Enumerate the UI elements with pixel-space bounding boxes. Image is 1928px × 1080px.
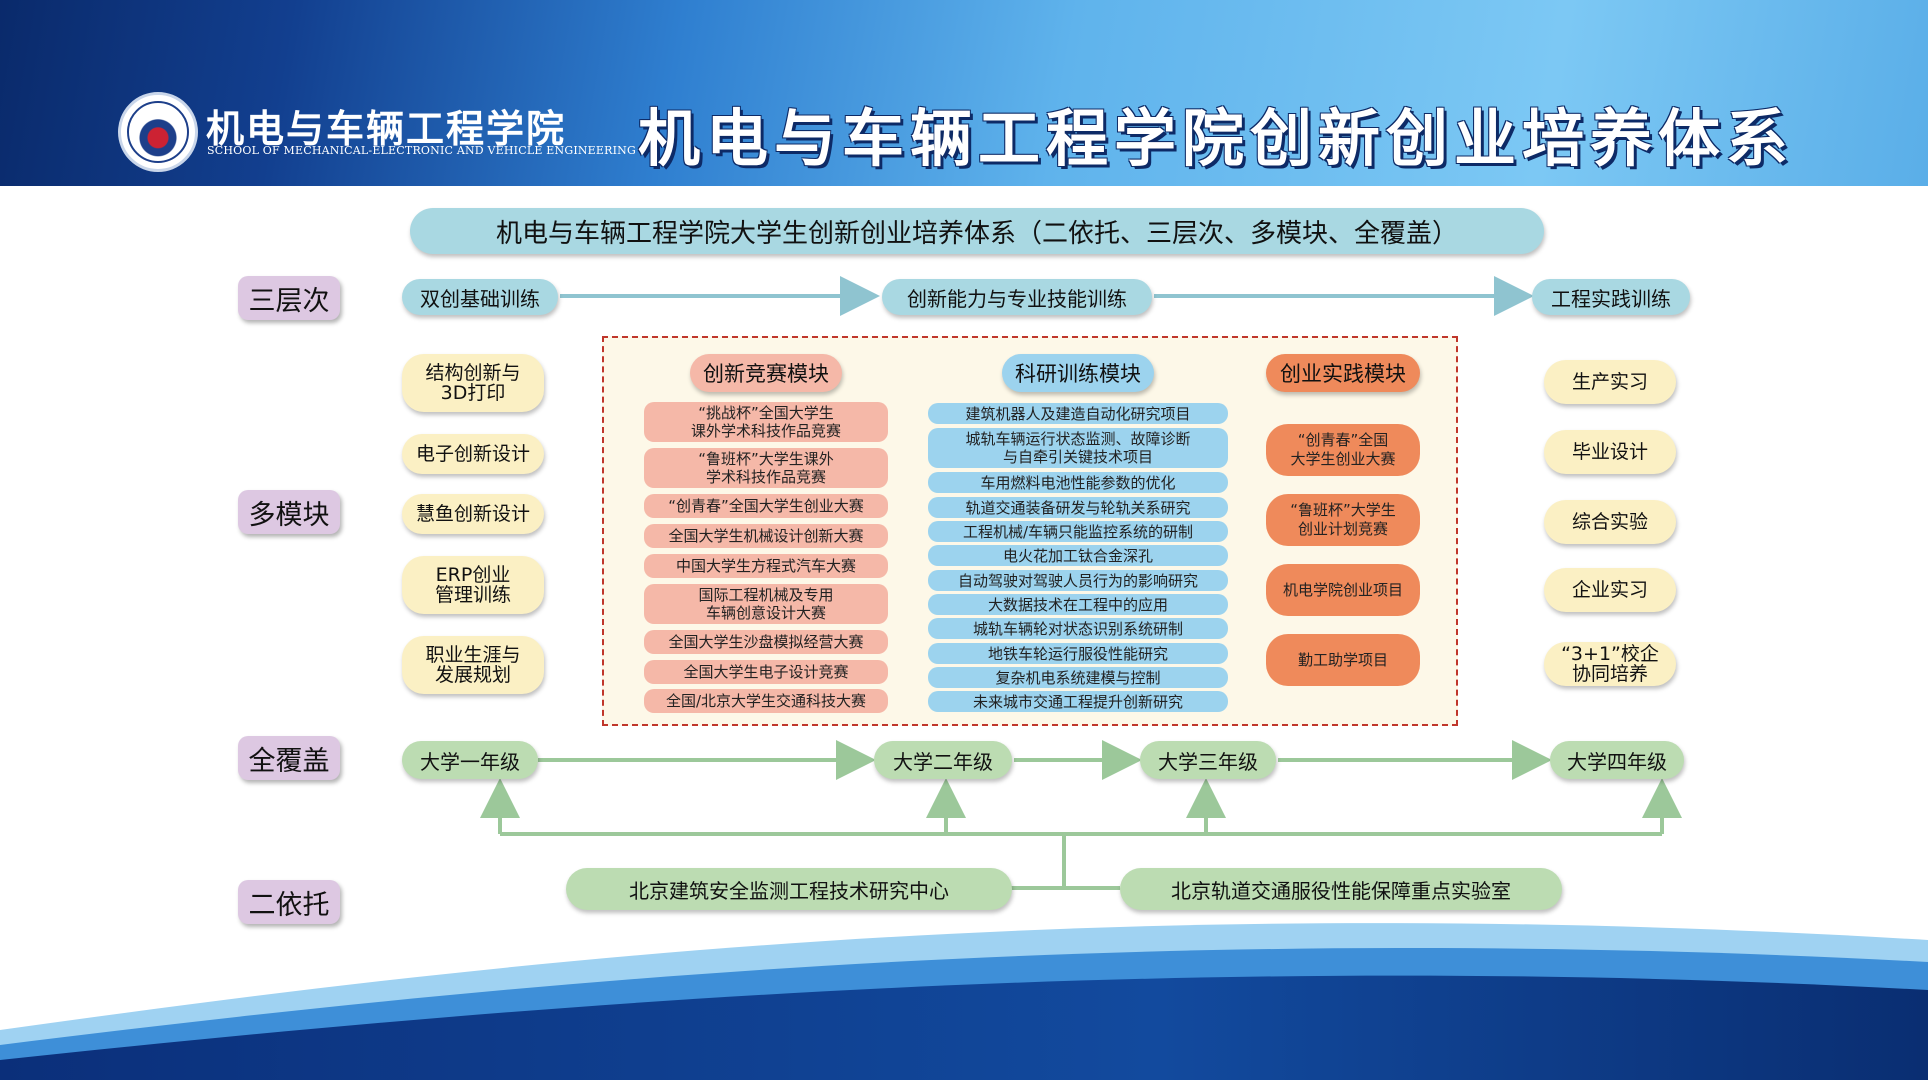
competition-module-title: 创新竞赛模块: [690, 354, 842, 392]
bottom-wave-decoration: [0, 923, 1928, 1080]
school-name-en: SCHOOL OF MECHANICAL-ELECTRONIC AND VEHI…: [207, 144, 636, 157]
right-module: “3+1”校企 协同培养: [1544, 642, 1676, 686]
research-item: 复杂机电系统建模与控制: [928, 667, 1228, 688]
left-module: 职业生涯与 发展规划: [402, 636, 544, 694]
left-module: 结构创新与 3D打印: [402, 354, 544, 412]
research-item: 自动驾驶对驾驶人员行为的影响研究: [928, 570, 1228, 591]
school-name-cn: 机电与车辆工程学院: [206, 106, 567, 151]
research-item: 城轨车辆轮对状态识别系统研制: [928, 618, 1228, 639]
research-item: 车用燃料电池性能参数的优化: [928, 472, 1228, 493]
year-4: 大学四年级: [1550, 741, 1684, 779]
research-item: 电火花加工钛合金深孔: [928, 545, 1228, 566]
research-item: 轨道交通装备研发与轮轨关系研究: [928, 497, 1228, 518]
startup-item: “创青春”全国 大学生创业大赛: [1266, 424, 1420, 476]
competition-item: “创青春”全国大学生创业大赛: [644, 494, 888, 518]
research-item: 城轨车辆运行状态监测、故障诊断 与自牵引关键技术项目: [928, 428, 1228, 468]
support-center-2: 北京轨道交通服役性能保障重点实验室: [1120, 868, 1562, 910]
level-label-sanceng: 三层次: [238, 276, 340, 320]
startup-item: 机电学院创业项目: [1266, 564, 1420, 616]
startup-item: 勤工助学项目: [1266, 634, 1420, 686]
competition-item: “鲁班杯”大学生课外 学术科技作品竞赛: [644, 448, 888, 488]
left-module: 电子创新设计: [402, 434, 544, 474]
left-module: 慧鱼创新设计: [402, 494, 544, 534]
year-3: 大学三年级: [1140, 741, 1276, 779]
right-module: 毕业设计: [1544, 430, 1676, 474]
school-logo-icon: [118, 92, 198, 172]
competition-item: 中国大学生方程式汽车大赛: [644, 554, 888, 578]
support-center-1: 北京建筑安全监测工程技术研究中心: [566, 868, 1012, 910]
competition-item: 全国/北京大学生交通科技大赛: [644, 689, 888, 713]
startup-item: “鲁班杯”大学生 创业计划竞赛: [1266, 494, 1420, 546]
level-label-quanfugai: 全覆盖: [238, 736, 340, 780]
research-item: 工程机械/车辆只能监控系统的研制: [928, 521, 1228, 542]
right-module: 企业实习: [1544, 568, 1676, 612]
header-banner: 机电与车辆工程学院 SCHOOL OF MECHANICAL-ELECTRONI…: [0, 0, 1928, 186]
tier-innovation: 创新能力与专业技能训练: [882, 279, 1152, 315]
competition-item: “挑战杯”全国大学生 课外学术科技作品竞赛: [644, 402, 888, 442]
level-label-eryituo: 二依托: [238, 880, 340, 924]
research-item: 未来城市交通工程提升创新研究: [928, 691, 1228, 712]
page-title: 机电与车辆工程学院创新创业培养体系: [638, 102, 1795, 175]
competition-item: 国际工程机械及专用 车辆创意设计大赛: [644, 584, 888, 624]
research-item: 大数据技术在工程中的应用: [928, 594, 1228, 615]
right-module: 综合实验: [1544, 500, 1676, 544]
competition-item: 全国大学生机械设计创新大赛: [644, 524, 888, 548]
tier-basic: 双创基础训练: [402, 279, 558, 315]
year-1: 大学一年级: [402, 741, 538, 779]
level-label-duomokuai: 多模块: [238, 490, 340, 534]
competition-item: 全国大学生电子设计竞赛: [644, 660, 888, 684]
research-module-title: 科研训练模块: [1002, 354, 1154, 392]
right-module: 生产实习: [1544, 360, 1676, 404]
research-item: 地铁车轮运行服役性能研究: [928, 643, 1228, 664]
competition-item: 全国大学生沙盘模拟经营大赛: [644, 630, 888, 654]
year-2: 大学二年级: [874, 741, 1012, 779]
left-module: ERP创业 管理训练: [402, 556, 544, 614]
research-item: 建筑机器人及建造自动化研究项目: [928, 403, 1228, 424]
system-subtitle: 机电与车辆工程学院大学生创新创业培养体系（二依托、三层次、多模块、全覆盖）: [410, 208, 1544, 254]
tier-engineering: 工程实践训练: [1532, 279, 1690, 315]
startup-module-title: 创业实践模块: [1266, 354, 1420, 392]
